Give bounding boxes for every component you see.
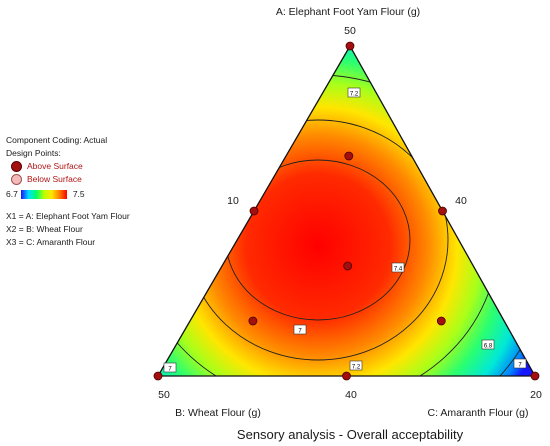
legend: Component Coding: Actual Design Points: … [6, 134, 107, 201]
variable-x1: X1 = A: Elephant Foot Yam Flour [6, 211, 130, 221]
contour-label-box [391, 262, 405, 273]
corner-label-left: 50 [158, 389, 170, 401]
contour-labels: 7.2 7.4 7.2 7 6.8 7 7 [163, 87, 527, 373]
design-point [345, 41, 355, 51]
contour-label: 7 [518, 363, 522, 369]
design-point [438, 206, 447, 216]
design-point [249, 206, 259, 216]
design-point [343, 261, 353, 271]
axis-label-c: C: Amaranth Flour (g) [428, 407, 529, 419]
axis-label-b: B: Wheat Flour (g) [175, 407, 261, 419]
above-surface-marker [11, 161, 22, 172]
contour-label: 7.2 [352, 365, 361, 371]
legend-above: Above Surface [6, 160, 107, 173]
tick-right-edge: 40 [455, 195, 467, 207]
contour-label: 6.8 [484, 344, 493, 350]
legend-design-points-title: Design Points: [6, 148, 61, 158]
design-point [530, 371, 540, 381]
contour-label: 7.4 [394, 267, 403, 273]
contour-label-box [163, 362, 177, 373]
legend-below-label: Below Surface [27, 174, 82, 184]
tick-left-edge: 10 [227, 195, 239, 207]
design-point [342, 371, 351, 381]
colorbar-gradient [20, 189, 67, 199]
contour-label-box [481, 339, 495, 350]
variable-x2: X2 = B: Wheat Flour [6, 224, 83, 234]
contour-label-box [349, 360, 363, 371]
legend-above-label: Above Surface [27, 161, 83, 171]
variable-x3: X3 = C: Amaranth Flour [6, 237, 96, 247]
design-point [344, 151, 354, 161]
variable-key: X1 = A: Elephant Foot Yam Flour X2 = B: … [6, 210, 130, 249]
corner-label-right: 20 [530, 389, 542, 401]
contour-label: 7 [298, 329, 302, 335]
contour-label: 7 [168, 367, 172, 373]
contour-label-box [513, 358, 527, 369]
chart-title: Sensory analysis - Overall acceptability [237, 427, 464, 442]
legend-below: Below Surface [6, 173, 107, 186]
colorbar: 6.7 7.5 [6, 187, 107, 201]
contour-label-box [347, 87, 361, 98]
design-points [153, 41, 540, 381]
design-point [436, 316, 446, 326]
colorbar-min: 6.7 [6, 188, 18, 199]
design-point [153, 371, 163, 381]
below-surface-marker [11, 174, 22, 185]
design-point [248, 316, 258, 326]
tick-bottom-edge: 40 [345, 389, 357, 401]
contour-label: 7.2 [350, 92, 359, 98]
colorbar-max: 7.5 [72, 188, 85, 199]
axis-label-a: A: Elephant Foot Yam Flour (g) [276, 6, 420, 18]
response-surface [158, 46, 535, 376]
corner-label-top: 50 [344, 25, 356, 37]
legend-coding: Component Coding: Actual [6, 135, 108, 145]
contour-label-box [293, 324, 307, 335]
